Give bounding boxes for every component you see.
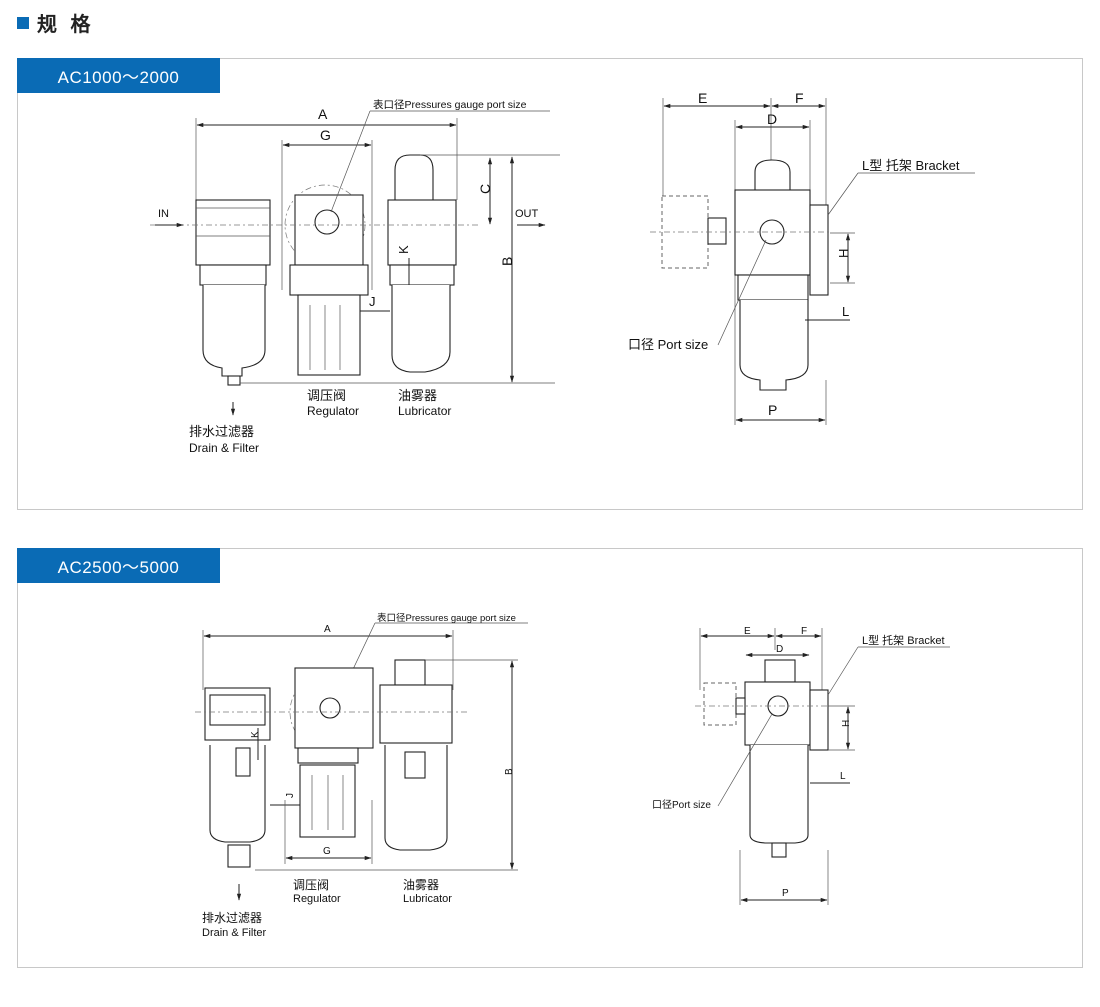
regulator-en-label: Regulator [307,404,359,418]
lubricator-cn-label: 油雾器 [403,878,439,892]
gauge-port [314,209,340,235]
dim-f-label: F [795,90,804,106]
spec-panel-ac1000-2000: AC1000～2000 [17,58,1083,510]
regulator-en-label: Regulator [293,893,341,905]
lubricator-dome [394,154,434,210]
dim-k-label: K [250,731,261,738]
dim-h-label: H [836,249,851,258]
regulator-cn-label: 调压阀 [293,878,329,892]
lubricator-cn-label: 油雾器 [398,388,437,403]
dim-c-label: C [477,184,493,194]
dim-l-label: L [840,771,846,782]
drain-cn-label: 排水过滤器 [189,424,254,439]
side-view-2: E F D H L P L型 托架 Bracket 口径Port size [652,626,950,905]
dim-b-label: B [499,257,515,266]
filter-bowl [202,285,266,377]
dim-h-label: H [841,720,852,727]
gauge-port-label: 表口径Pressures gauge port size [377,612,516,624]
dim-d-label: D [767,111,777,127]
lubricator-body [387,199,457,266]
front-view-2: A 表口径Pressures gauge port size B K J G 调… [195,612,528,939]
dim-b-label: B [504,768,515,775]
regulator-cn-label: 调压阀 [307,388,346,403]
lubricator-en-label: Lubricator [403,893,452,905]
port-size-label: 口径 Port size [628,337,708,352]
bracket-label: L型 托架 Bracket [862,633,945,647]
dim-p-label: P [782,888,789,899]
dim-a-label: A [324,624,331,635]
dim-l-label: L [842,304,849,319]
bracket-label: L型 托架 Bracket [862,158,960,173]
dim-k-label: K [396,245,411,254]
section-title: 规 格 [37,14,95,36]
drain-en-label: Drain & Filter [202,927,267,939]
filter-body [195,199,271,266]
drain-cn-label: 排水过滤器 [202,911,262,925]
port-size-label: 口径Port size [652,798,711,811]
dim-g-label: G [320,127,331,143]
lubricator-bowl [391,285,451,373]
dim-f-label: F [801,626,807,637]
regulator-bonnet [297,294,361,376]
dim-p-label: P [768,402,777,418]
drain-en-label: Drain & Filter [189,441,259,455]
out-label: OUT [515,208,539,220]
bullet-square-icon [17,16,29,29]
dim-j-label: J [285,793,296,798]
gauge-port-label: 表口径Pressures gauge port size [373,98,527,111]
side-view-1: E F D H L P L型 托架 Bracket 口径 Port size [628,90,975,425]
dim-j-label: J [369,294,376,309]
dim-e-label: E [744,626,751,637]
model-tab: AC2500～5000 [17,548,220,583]
dim-d-label: D [776,644,783,655]
dim-g-label: G [323,846,331,857]
bracket [809,204,829,296]
dim-a-label: A [318,106,328,122]
model-tab: AC1000～2000 [17,58,220,93]
spec-panel-ac2500-5000: AC2500～5000 [17,548,1083,968]
lubricator-en-label: Lubricator [398,404,451,418]
dim-e-label: E [698,90,707,106]
section-header: 规 格 [17,8,95,37]
in-label: IN [158,208,169,220]
front-view-1: A G C B K J IN OUT [150,98,560,455]
